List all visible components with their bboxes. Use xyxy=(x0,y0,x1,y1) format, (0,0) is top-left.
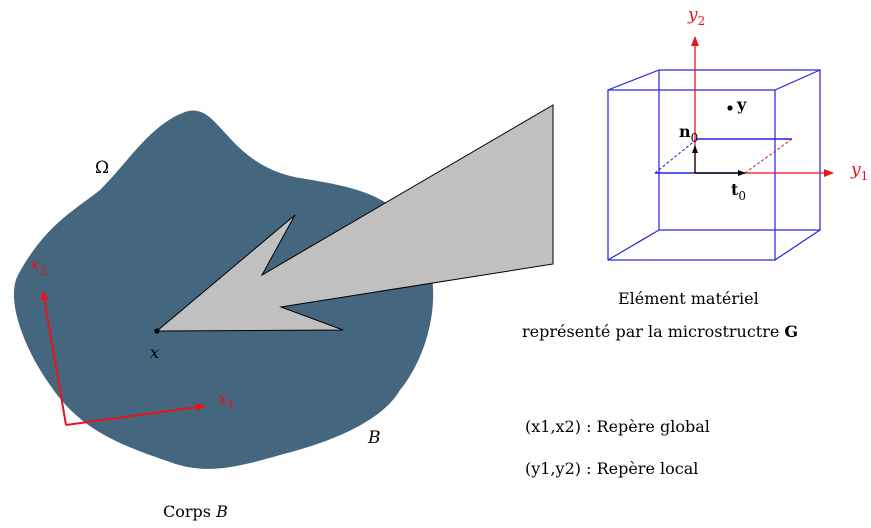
x2-axis-label: x2 xyxy=(30,255,47,278)
microstructure-caption-line1: Elément matériel xyxy=(618,289,759,308)
body-symbol-label: B xyxy=(367,428,381,448)
x1-axis-arrow xyxy=(65,403,206,426)
microstructure-caption-line2: représenté par la microstructre G xyxy=(522,322,798,341)
legend-local: (y1,y2) : Repère local xyxy=(525,459,698,478)
body-caption: Corps B xyxy=(163,502,228,521)
interface-plane xyxy=(654,138,793,174)
y2-axis-label: y2 xyxy=(687,5,705,28)
zoom-arrow xyxy=(155,104,554,332)
y1-axis-label: y1 xyxy=(850,160,868,183)
x1-axis-label: x1 xyxy=(218,389,235,412)
microstructure-cube xyxy=(607,69,821,261)
point-x-label: x xyxy=(150,343,159,362)
tangent-vector-label: t0 xyxy=(731,180,746,203)
normal-vector-label: n0 xyxy=(679,122,698,145)
legend-global: (x1,x2) : Repère global xyxy=(525,417,710,436)
x2-axis-arrow xyxy=(40,290,67,426)
point-y-label: y xyxy=(736,95,747,114)
point-y-dot xyxy=(727,105,733,111)
point-x-dot xyxy=(154,328,160,334)
domain-omega-label: Ω xyxy=(95,158,109,178)
